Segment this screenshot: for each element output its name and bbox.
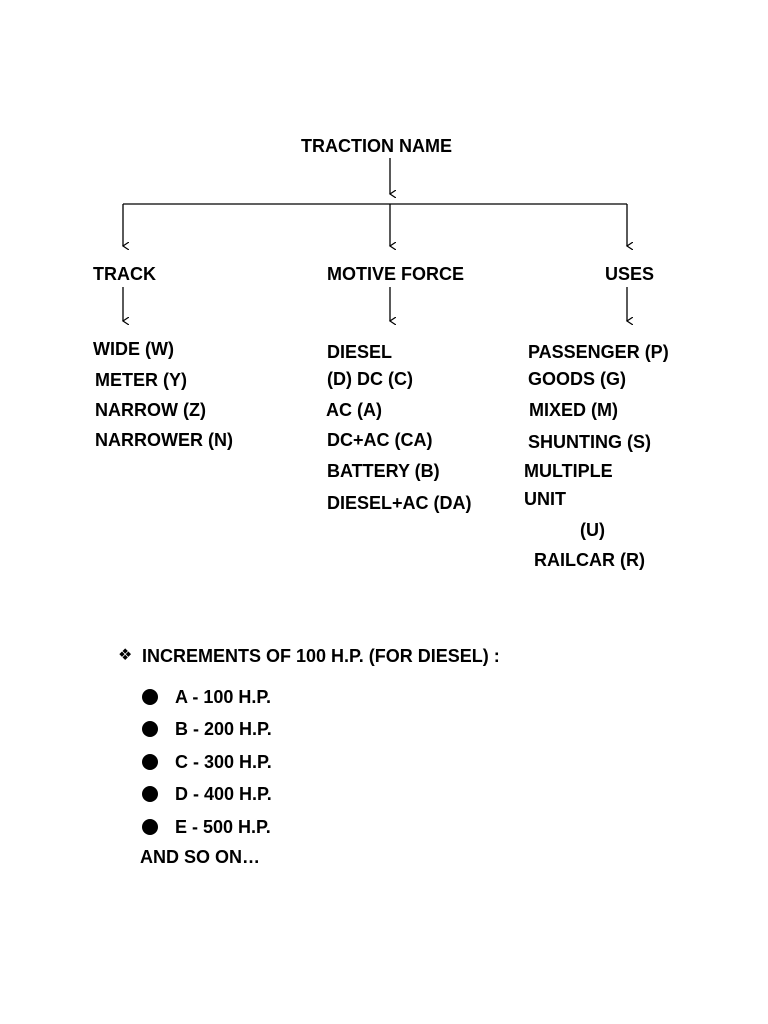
increment-item: C - 300 H.P. (175, 752, 272, 772)
uses-item: UNIT (524, 489, 566, 509)
uses-item: GOODS (G) (528, 369, 626, 389)
track-item: NARROWER (N) (95, 430, 233, 450)
increments-footer: AND SO ON… (140, 847, 261, 867)
uses-item: MIXED (M) (529, 400, 618, 420)
bullet-icon (142, 689, 158, 705)
motive-force-item: (D) DC (C) (327, 369, 413, 389)
uses-item: SHUNTING (S) (528, 432, 651, 452)
motive-force-item: DIESEL+AC (DA) (327, 493, 472, 513)
uses-item: PASSENGER (P) (528, 342, 669, 362)
diamond-cluster-icon: ❖ (118, 647, 133, 664)
branch-heading-motive-force: MOTIVE FORCE (327, 264, 465, 284)
diagram-root: TRACTION NAME (301, 136, 452, 156)
uses-item: RAILCAR (R) (534, 550, 645, 570)
bullet-icon (142, 819, 158, 835)
motive-force-item: BATTERY (B) (327, 461, 440, 481)
track-item: WIDE (W) (93, 339, 174, 359)
motive-force-item: DIESEL (327, 342, 393, 362)
branch-heading-track: TRACK (93, 264, 156, 284)
uses-item: (U) (580, 520, 605, 540)
uses-item: MULTIPLE (524, 461, 613, 481)
branch-heading-uses: USES (605, 264, 655, 284)
increment-item: D - 400 H.P. (175, 784, 272, 804)
motive-force-item: AC (A) (326, 400, 382, 420)
bullet-icon (142, 786, 158, 802)
increments-heading: INCREMENTS OF 100 H.P. (FOR DIESEL) : (142, 646, 500, 666)
motive-force-item: DC+AC (CA) (327, 430, 433, 450)
increment-item: B - 200 H.P. (175, 719, 272, 739)
track-item: METER (Y) (95, 370, 187, 390)
track-item: NARROW (Z) (95, 400, 206, 420)
increment-item: E - 500 H.P. (175, 817, 271, 837)
bullet-icon (142, 754, 158, 770)
increment-item: A - 100 H.P. (175, 687, 272, 707)
bullet-icon (142, 721, 158, 737)
